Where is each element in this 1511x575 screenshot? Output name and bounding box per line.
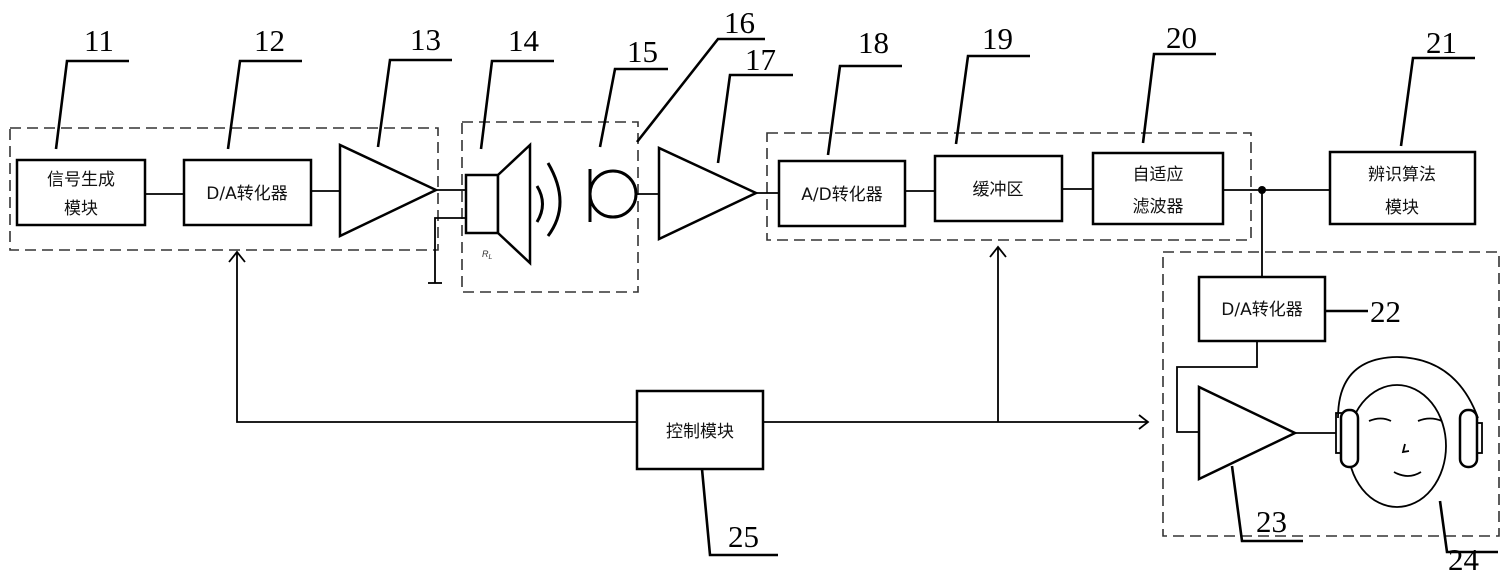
amplifier-23-icon[interactable] [1197,385,1298,481]
reference-numbers: 11 12 13 14 15 16 17 18 19 20 21 22 23 2… [54,5,1498,575]
ref-21: 21 [1426,25,1457,60]
block-ad-converter-18[interactable]: A/D转化器 [777,159,907,228]
block-signal-generation[interactable]: 信号生成 模块 [15,158,147,227]
group-box-signal-processing [766,132,1252,241]
leader-15 [598,67,668,148]
earcup-right-icon [1458,408,1479,469]
earcup-left-icon [1339,408,1360,469]
leader-11 [54,59,129,150]
leader-23 [1230,465,1303,543]
block-21-label-line2: 模块 [1385,198,1419,218]
leader-16 [635,37,765,143]
group-box-16-enclosure [461,121,639,293]
block-da-converter-22[interactable]: D/A转化器 [1197,275,1327,343]
ground-wire [434,217,466,283]
eye-left-icon [1368,417,1392,422]
ref-19: 19 [982,21,1013,56]
block-da-converter-12[interactable]: D/A转化器 [182,158,313,227]
block-12-label: D/A转化器 [206,184,287,204]
ref-13: 13 [410,22,441,57]
ref-11: 11 [84,23,114,58]
arrow-right-icon [1138,414,1150,430]
sound-wave-large-icon [546,162,562,237]
block-18-label: A/D转化器 [801,185,882,205]
listener-headphones-icon[interactable] [1335,356,1483,508]
sound-wave-small-icon [535,185,544,223]
amplifier-13-icon[interactable] [338,143,439,238]
ref-14: 14 [508,23,540,58]
ref-15: 15 [627,34,658,69]
ref-22: 22 [1370,294,1401,329]
block-buffer-19[interactable]: 缓冲区 [933,154,1064,223]
arrow-up-middle-icon [989,245,1007,258]
ref-23: 23 [1256,504,1287,539]
amplifier-17-icon[interactable] [657,146,759,241]
speaker-icon[interactable]: RL [464,142,562,266]
leader-21 [1399,56,1475,147]
wire-22-23 [1176,341,1258,433]
block-19-label: 缓冲区 [973,180,1024,200]
ref-12: 12 [254,23,285,58]
ref-18: 18 [858,25,889,60]
block-21-label-line1: 辨识算法 [1368,165,1436,185]
leader-18 [826,64,902,156]
ref-20: 20 [1166,20,1197,55]
block-20-label-line1: 自适应 [1133,165,1184,185]
leader-25 [700,468,778,557]
mouth-icon [1393,471,1422,477]
leader-24 [1438,500,1498,554]
leader-19 [954,54,1030,145]
arrow-up-left-icon [228,250,246,263]
leader-12 [226,59,302,150]
block-adaptive-filter-20[interactable]: 自适应 滤波器 [1091,151,1225,226]
group-box-signal-output [9,127,439,251]
leader-13 [376,58,452,148]
ref-17: 17 [745,42,776,77]
ref-24: 24 [1448,542,1480,575]
block-25-label: 控制模块 [666,422,734,442]
block-22-label: D/A转化器 [1221,300,1302,320]
speaker-resistance-label: RL [482,249,493,261]
block-control-module-25[interactable]: 控制模块 [635,389,765,471]
block-11-label-line1: 信号生成 [47,170,115,190]
block-20-label-line2: 滤波器 [1133,197,1184,217]
leader-14 [479,59,554,150]
ref-16: 16 [724,5,755,40]
control-wire-left [236,252,637,423]
leader-17 [716,73,793,164]
block-identification-algorithm-21[interactable]: 辨识算法 模块 [1328,150,1477,226]
headphone-jack-right [1476,422,1483,454]
block-11-label-line2: 模块 [64,199,98,219]
group-box-playback [1162,251,1500,537]
microphone-icon[interactable] [588,169,638,222]
eye-right-icon [1417,417,1443,422]
nose-icon [1401,443,1410,454]
leader-20 [1141,52,1216,144]
ref-25: 25 [728,519,759,554]
